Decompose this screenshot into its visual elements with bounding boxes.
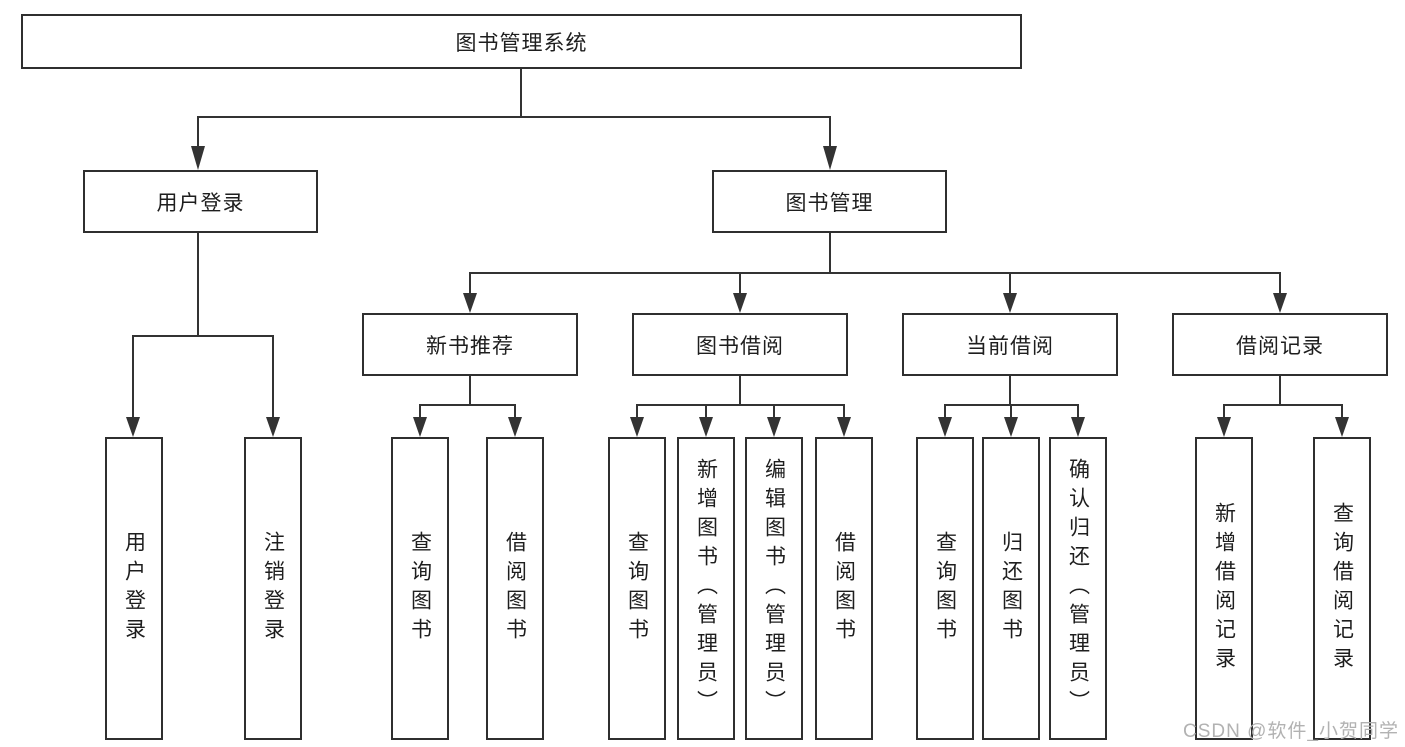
node-book-borrowing-label: 图书借阅 <box>696 334 784 358</box>
node-borrowing-records: 借阅记录 <box>1172 313 1388 376</box>
connector-root-to-level2 <box>191 68 837 170</box>
leaf-confirm-return-admin: 确认归还（管理员） <box>1049 437 1107 740</box>
connector-user-login-to-leaves <box>126 232 280 437</box>
leaf-query-borrow-record: 查询借阅记录 <box>1313 437 1371 740</box>
leaf-add-borrow-record: 新增借阅记录 <box>1195 437 1253 740</box>
leaf-add-books-admin: 新增图书（管理员） <box>677 437 735 740</box>
node-book-borrowing: 图书借阅 <box>632 313 848 376</box>
leaf-query-books-recommend: 查询图书 <box>391 437 449 740</box>
leaf-borrow-books-recommend: 借阅图书 <box>486 437 544 740</box>
node-book-management: 图书管理 <box>712 170 947 233</box>
leaf-edit-books-admin: 编辑图书（管理员） <box>745 437 803 740</box>
node-book-management-label: 图书管理 <box>785 191 874 215</box>
connector-book-borrow-to-leaves <box>630 375 851 437</box>
csdn-watermark: CSDN @软件_小贺同学 <box>1183 721 1399 742</box>
leaf-borrow-books: 借阅图书 <box>815 437 873 740</box>
node-new-book-recommend-label: 新书推荐 <box>426 334 514 358</box>
leaf-query-books-current: 查询图书 <box>916 437 974 740</box>
node-current-borrowing-label: 当前借阅 <box>966 334 1054 358</box>
connector-book-mgmt-to-level3 <box>463 232 1287 313</box>
node-borrowing-records-label: 借阅记录 <box>1236 334 1324 358</box>
leaf-return-books: 归还图书 <box>982 437 1040 740</box>
connector-new-books-to-leaves <box>413 375 522 437</box>
connector-borrow-records-to-leaves <box>1217 375 1349 437</box>
node-current-borrowing: 当前借阅 <box>902 313 1118 376</box>
leaf-query-books-borrow: 查询图书 <box>608 437 666 740</box>
node-root: 图书管理系统 <box>21 14 1022 69</box>
node-user-login-label: 用户登录 <box>156 191 245 215</box>
connector-current-borrow-to-leaves <box>938 375 1085 437</box>
leaf-user-login: 用户登录 <box>105 437 163 740</box>
node-new-book-recommend: 新书推荐 <box>362 313 578 376</box>
leaf-logout: 注销登录 <box>244 437 302 740</box>
node-user-login: 用户登录 <box>83 170 318 233</box>
node-root-label: 图书管理系统 <box>455 31 588 55</box>
